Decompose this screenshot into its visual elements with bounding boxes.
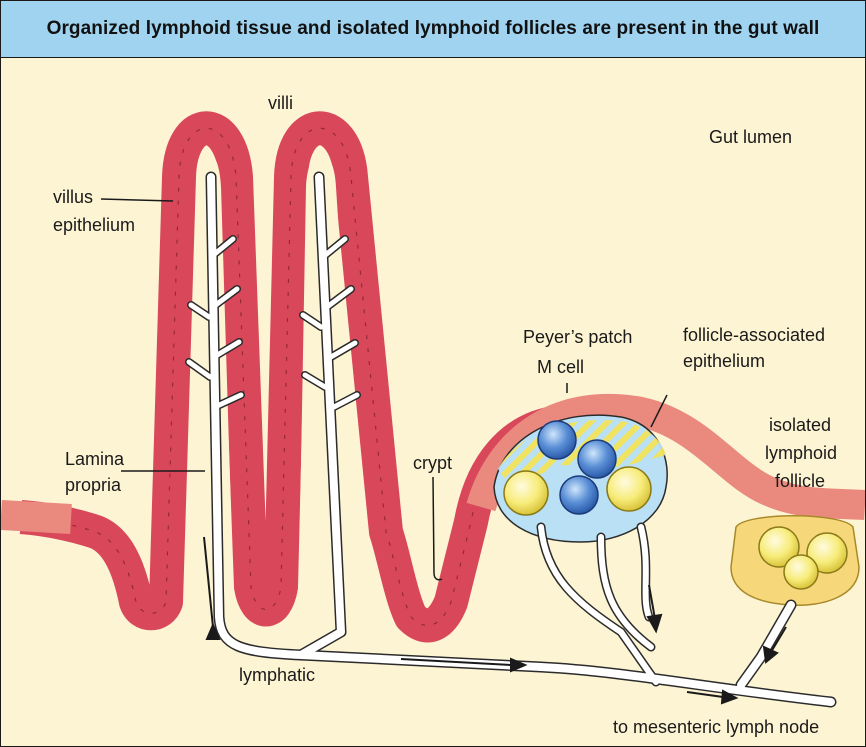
- label-villi: villi: [268, 93, 293, 113]
- title-bar: Organized lymphoid tissue and isolated l…: [1, 1, 865, 58]
- label-lamina-line1: Lamina: [65, 449, 125, 469]
- blue-lymphocyte-1: [538, 421, 576, 459]
- isolated-follicle-cell-3: [784, 555, 818, 589]
- label-lymphatic: lymphatic: [239, 665, 315, 685]
- label-fae-line2: epithelium: [683, 351, 765, 371]
- label-villus-epithelium-line1: villus: [53, 187, 93, 207]
- yellow-lymphocyte-1: [504, 471, 548, 515]
- label-ilf-line3: follicle: [775, 471, 825, 491]
- yellow-lymphocyte-2: [607, 467, 651, 511]
- diagram-title: Organized lymphoid tissue and isolated l…: [47, 18, 820, 40]
- label-fae-line1: follicle-associated: [683, 325, 825, 345]
- label-m-cell: M cell: [537, 357, 584, 377]
- left-flat-epithelium: [1, 515, 71, 519]
- blue-lymphocyte-2: [578, 440, 616, 478]
- label-mesenteric: to mesenteric lymph node: [613, 717, 819, 737]
- gut-wall-diagram: villi Gut lumen villus epithelium Peyer’…: [1, 57, 865, 746]
- label-ilf-line2: lymphoid: [765, 443, 837, 463]
- blue-lymphocyte-3: [560, 476, 598, 514]
- label-gut-lumen: Gut lumen: [709, 127, 792, 147]
- label-crypt: crypt: [413, 453, 452, 473]
- label-villus-epithelium-line2: epithelium: [53, 215, 135, 235]
- villus-epithelium-band: [21, 128, 561, 625]
- label-ilf-line1: isolated: [769, 415, 831, 435]
- label-peyers-patch: Peyer’s patch: [523, 327, 632, 347]
- label-lamina-line2: propria: [65, 475, 122, 495]
